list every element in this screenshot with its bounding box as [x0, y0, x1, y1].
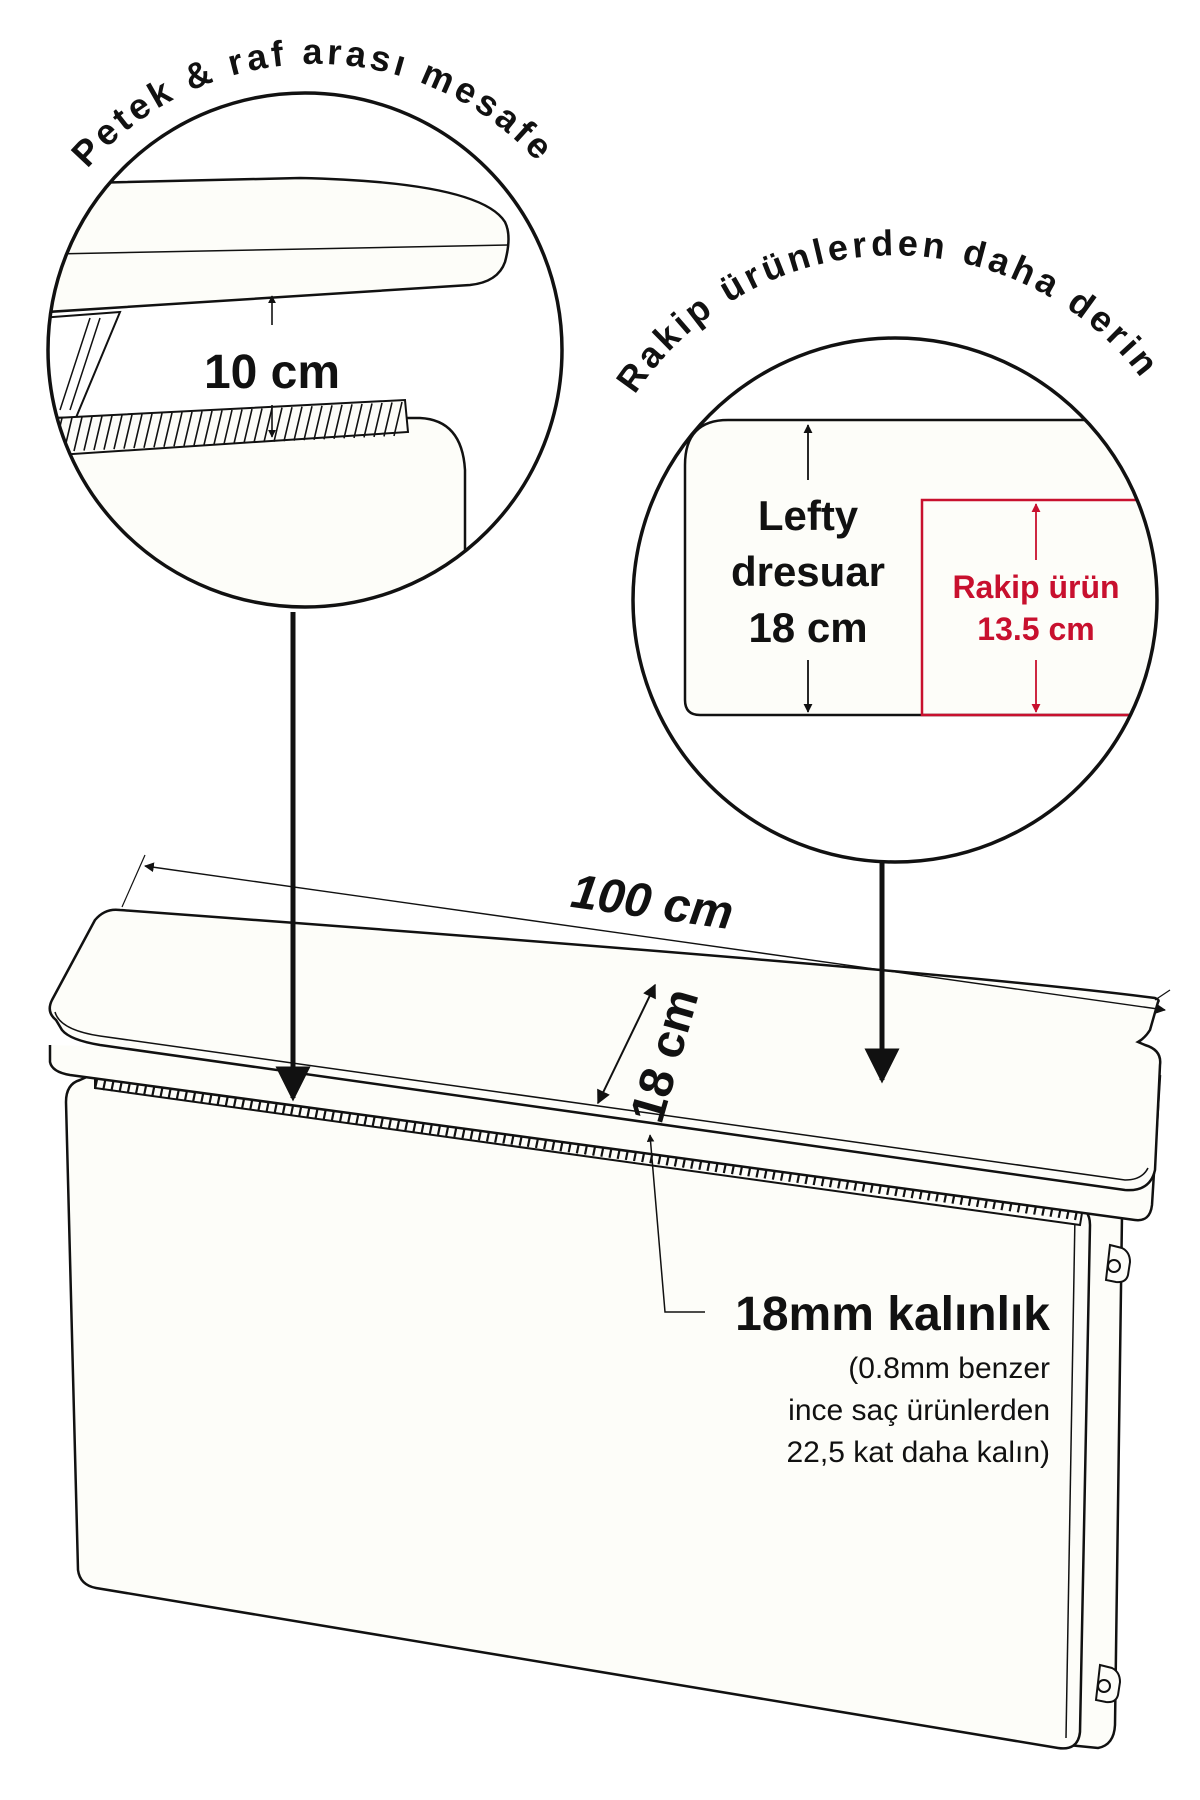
right-callout-lefty-shelf: [683, 418, 1157, 717]
left-grille-fin: [383, 402, 393, 437]
left-grille-fin: [133, 414, 143, 449]
left-callout-bracket-inner: [59, 317, 101, 411]
left-grille-fin: [103, 415, 113, 450]
radiator-shelf-drawing: 100 cm 18 cm 18mm kalınlık (0.8mm benzer…: [48, 854, 1171, 1750]
left-grille-fin: [123, 414, 133, 449]
left-grille-fin: [183, 411, 193, 447]
left-grille-fin: [283, 406, 293, 442]
left-callout-distance-label: 10 cm: [204, 346, 340, 399]
left-grille-fin: [83, 416, 93, 451]
width-extension-right: [1154, 989, 1171, 1001]
lefty-label-line3: 18 cm: [748, 604, 867, 651]
left-grille-fin: [253, 408, 263, 443]
left-grille-fin: [363, 403, 373, 438]
left-grille-fin: [153, 413, 163, 448]
width-dimension-line: [144, 862, 1166, 1014]
left-grille-fin: [233, 409, 243, 444]
rival-label-line1: Rakip ürün: [952, 569, 1119, 605]
left-grille-fin: [173, 412, 183, 447]
left-grille-fin: [293, 406, 303, 441]
left-grille-fin: [223, 409, 233, 445]
right-callout-rival-shelf: [920, 498, 1157, 717]
left-callout-shelf-edge: [48, 244, 509, 256]
left-grille-fin: [323, 405, 333, 440]
left-grille-fin: [353, 403, 363, 439]
left-grille-fin: [163, 412, 173, 448]
thickness-title: 18mm kalınlık: [735, 1288, 1050, 1341]
left-grille-fin: [213, 410, 223, 445]
thickness-note-line2: ince saç ürünlerden: [788, 1394, 1050, 1427]
left-callout-shelf: [48, 176, 510, 317]
left-grille-fin: [113, 414, 123, 450]
radiator-panel-edge: [1065, 1214, 1076, 1739]
lefty-label-line1: Lefty: [758, 492, 859, 539]
left-grille-fin: [143, 413, 153, 448]
left-grille-fin: [313, 405, 323, 440]
left-grille-fin: [303, 406, 313, 441]
left-grille-fin: [333, 404, 343, 440]
left-grille-fin: [93, 415, 103, 451]
thickness-leader-line: [646, 1134, 705, 1313]
left-grille-fin: [203, 410, 213, 446]
left-grille-fin: [393, 401, 403, 437]
left-grille-fin: [343, 404, 353, 439]
left-zoom-callout: 10 cm Petek & raf arası mesafe: [46, 31, 564, 609]
rival-label-line2: 13.5 cm: [977, 611, 1094, 647]
right-callout-circle-border: [631, 336, 1159, 864]
left-grille-fin: [193, 411, 203, 446]
shelf-front-edge-line: [54, 1011, 1149, 1181]
thickness-note-line3: 22,5 kat daha kalın): [786, 1436, 1050, 1469]
width-extension-left: [121, 854, 146, 908]
left-grille-fin: [243, 408, 253, 444]
radiator-bracket-top-bolt: [1107, 1259, 1121, 1273]
right-zoom-callout: Lefty dresuar 18 cm Rakip ürün 13.5 cm R…: [608, 222, 1165, 864]
lefty-label-line2: dresuar: [731, 548, 885, 595]
left-grille-fin: [263, 407, 273, 443]
left-grille-fin: [73, 416, 83, 452]
radiator-bracket-bottom-bolt: [1097, 1679, 1111, 1693]
left-callout-circle-border: [46, 91, 564, 609]
depth-dimension-line: [597, 983, 656, 1105]
left-grille-fin: [373, 402, 383, 438]
left-callout-bracket: [48, 310, 122, 421]
thickness-note-line1: (0.8mm benzer: [848, 1352, 1050, 1385]
